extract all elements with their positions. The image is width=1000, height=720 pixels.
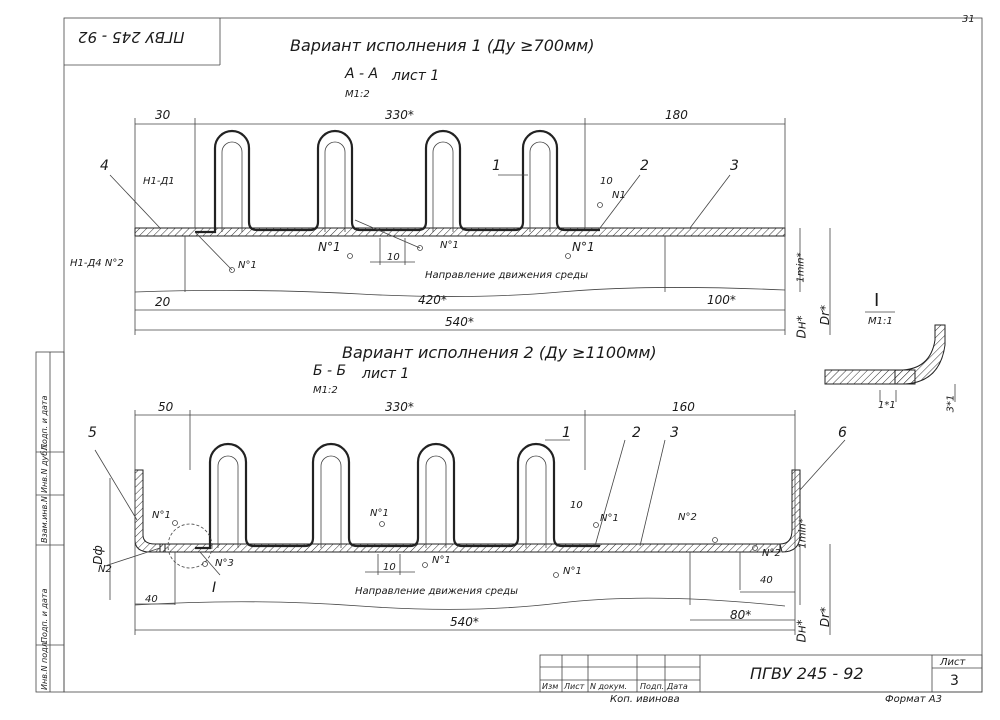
- tb-col-izm: Изм: [542, 682, 559, 691]
- v2-dim-50: 50: [158, 400, 174, 414]
- v1-pos-3: 3: [730, 158, 739, 174]
- inverted-stamp: ПГВУ 245 - 92: [78, 28, 185, 46]
- title-block-copied: Коп. ивинова: [610, 694, 680, 705]
- variant1-drawing: [109, 118, 831, 335]
- v2-pos-1: 1: [562, 425, 571, 441]
- side-inv-dubl: Инв.N дубл.: [40, 443, 49, 493]
- v2-weld-n1d: N°1: [563, 566, 582, 577]
- detail-i-d3: 3*1: [945, 394, 957, 413]
- v1-sheet: лист 1: [392, 68, 440, 84]
- title-block-doc: ПГВУ 245 - 92: [750, 664, 864, 683]
- v1-scale: М1:2: [345, 89, 370, 100]
- v1-section: А - А: [345, 66, 379, 82]
- v1-dim-100: 100*: [707, 293, 736, 307]
- v2-section: Б - Б: [313, 363, 347, 379]
- detail-i-scale: М1:1: [868, 316, 893, 327]
- tb-col-podp: Подп.: [640, 682, 665, 691]
- v1-pos-4: 4: [100, 158, 109, 174]
- v1-dim-10b: 10: [600, 176, 613, 187]
- v2-sheet: лист 1: [362, 366, 410, 382]
- v1-pos-2: 2: [640, 158, 649, 174]
- tb-col-list: Лист: [564, 682, 585, 691]
- side-podp-data-2: Подп. и дата: [40, 395, 49, 451]
- v2-weld-n2b: N°2: [762, 548, 781, 559]
- v1-pos-1: 1: [492, 158, 501, 174]
- variant2-drawing: [94, 410, 846, 635]
- v2-weld-n1c: N°1: [432, 555, 451, 566]
- v2-weld-n1b: N°1: [370, 508, 389, 519]
- detail-i-drawing: [824, 311, 956, 402]
- v2-dim-10b: 10: [570, 500, 583, 511]
- tb-col-ndok: N докум.: [590, 682, 628, 691]
- v1-base-plate: [134, 227, 786, 237]
- v1-dim-10: 10: [387, 252, 400, 263]
- title-block-frame: [539, 654, 983, 693]
- detail-i-label: I: [874, 290, 880, 311]
- v1-weld-n1e: N1: [612, 190, 626, 201]
- v1-flow-label: Направление движения среды: [425, 270, 588, 281]
- v2-dphi: Dф: [90, 545, 105, 565]
- v1-dim-30: 30: [155, 108, 171, 122]
- v2-smin: 1min*: [797, 518, 809, 549]
- v1-dim-420: 420*: [418, 293, 447, 307]
- v1-weld-n1b: N°1: [318, 240, 341, 254]
- v1-title: Вариант исполнения 1 (Ду ≥700мм): [290, 36, 595, 55]
- v1-weld-n1d: N°1: [572, 240, 595, 254]
- side-vzam-inv: Взам.инв.N: [40, 496, 49, 543]
- v2-pos-2: 2: [632, 425, 641, 441]
- corner-number: 31: [962, 14, 975, 25]
- v2-dim-80: 80*: [730, 608, 752, 622]
- title-block-format: Формат А3: [885, 694, 942, 705]
- v2-dn: Dн*: [794, 619, 809, 643]
- v2-pos-3: 3: [670, 425, 679, 441]
- v2-dr: Dr*: [818, 606, 833, 628]
- v2-flow-label: Направление движения среды: [355, 586, 518, 597]
- v2-weld-n3: N°3: [215, 558, 234, 569]
- side-podp-data-1: Подп. и дата: [40, 588, 49, 644]
- v1-weld-n1c: N°1: [440, 240, 459, 251]
- v2-dim-160: 160: [672, 400, 695, 414]
- v2-title: Вариант исполнения 2 (Ду ≥1100мм): [342, 343, 657, 362]
- v2-detail-i-ref: I: [212, 580, 217, 596]
- v2-weld-n2c: N2: [98, 564, 112, 575]
- v1-smin: 1min*: [795, 252, 807, 283]
- v1-dim-330: 330*: [385, 108, 414, 122]
- title-block-sheet-label: Лист: [940, 657, 966, 668]
- v2-dim-40b: 40: [760, 575, 773, 586]
- v1-dim-180: 180: [665, 108, 688, 122]
- v2-weld-n1a: N°1: [152, 510, 171, 521]
- tb-col-data: Дата: [667, 682, 688, 691]
- v2-dim-40a: 40: [145, 594, 158, 605]
- v1-dim-20: 20: [155, 295, 171, 309]
- v1-dr: Dr*: [818, 304, 833, 326]
- title-block-sheet-no: 3: [950, 673, 959, 689]
- v1-weld-left: Н1-Д4 N°2: [70, 258, 124, 269]
- v1-weld-top: Н1-Д1: [143, 176, 175, 187]
- v2-weld-n1e: N°1: [600, 513, 619, 524]
- detail-i-d1: 1*1: [878, 400, 896, 411]
- v1-weld-n1a: N°1: [238, 260, 257, 271]
- side-inv-podl: Инв.N подл.: [40, 639, 49, 690]
- v2-pos-5: 5: [88, 425, 97, 441]
- v2-dim-10: 10: [383, 562, 396, 573]
- v2-weld-n2a: N°2: [678, 512, 697, 523]
- v2-dim-330: 330*: [385, 400, 414, 414]
- v2-pos-6: 6: [838, 425, 847, 441]
- v2-dim-540: 540*: [450, 615, 479, 629]
- v1-dn: Dн*: [794, 315, 809, 339]
- v2-scale: М1:2: [313, 385, 338, 396]
- v1-dim-540: 540*: [445, 315, 474, 329]
